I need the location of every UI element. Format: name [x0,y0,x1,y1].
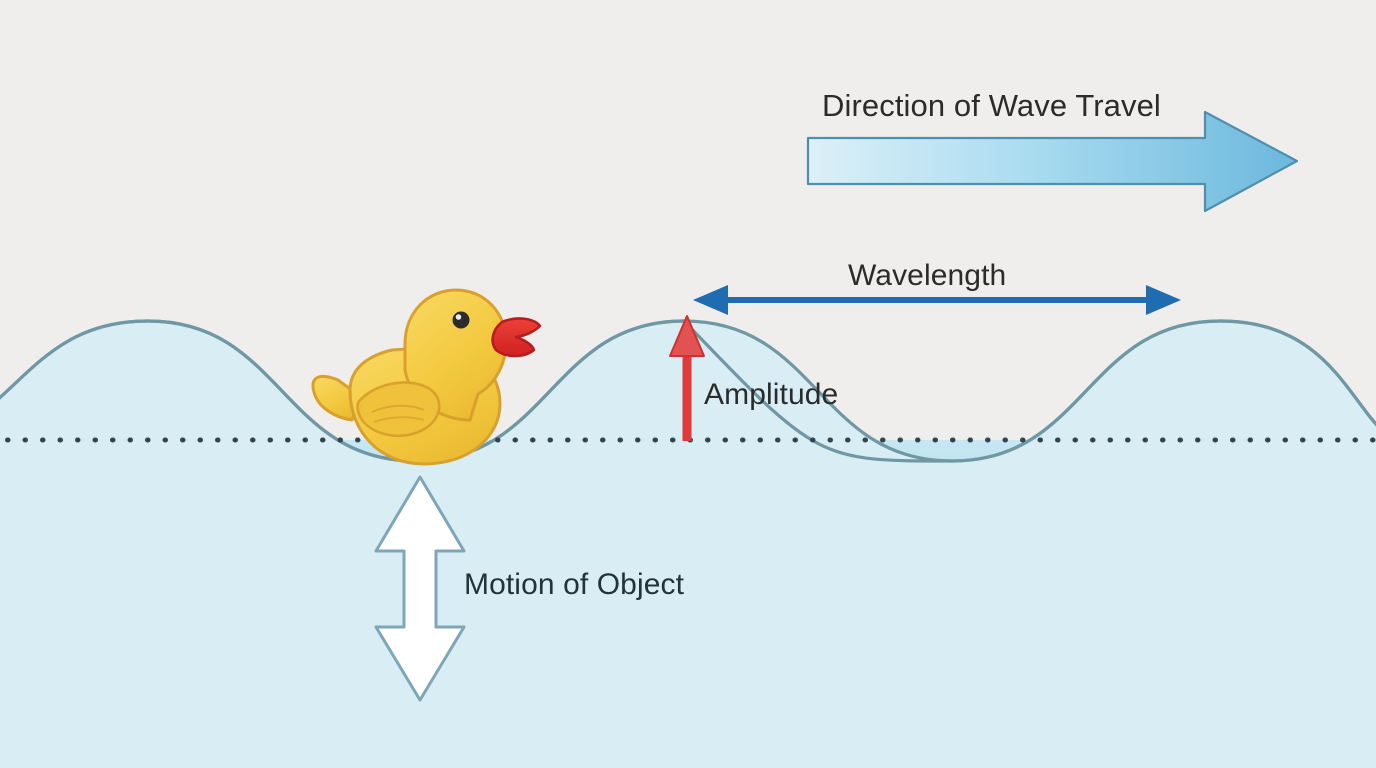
double-headed-vertical-arrow-icon [374,475,466,702]
motion-of-object-label: Motion of Object [464,568,685,601]
up-arrow-icon [669,315,705,441]
direction-of-wave-travel-label: Direction of Wave Travel [822,88,1161,123]
amplitude-label: Amplitude [704,378,839,411]
wave-layer-crest [0,321,1376,768]
rubber-duck-icon [311,288,542,466]
double-headed-horizontal-arrow-icon [693,285,1181,315]
right-arrow-icon [806,110,1299,213]
wavelength-label: Wavelength [848,259,1007,292]
